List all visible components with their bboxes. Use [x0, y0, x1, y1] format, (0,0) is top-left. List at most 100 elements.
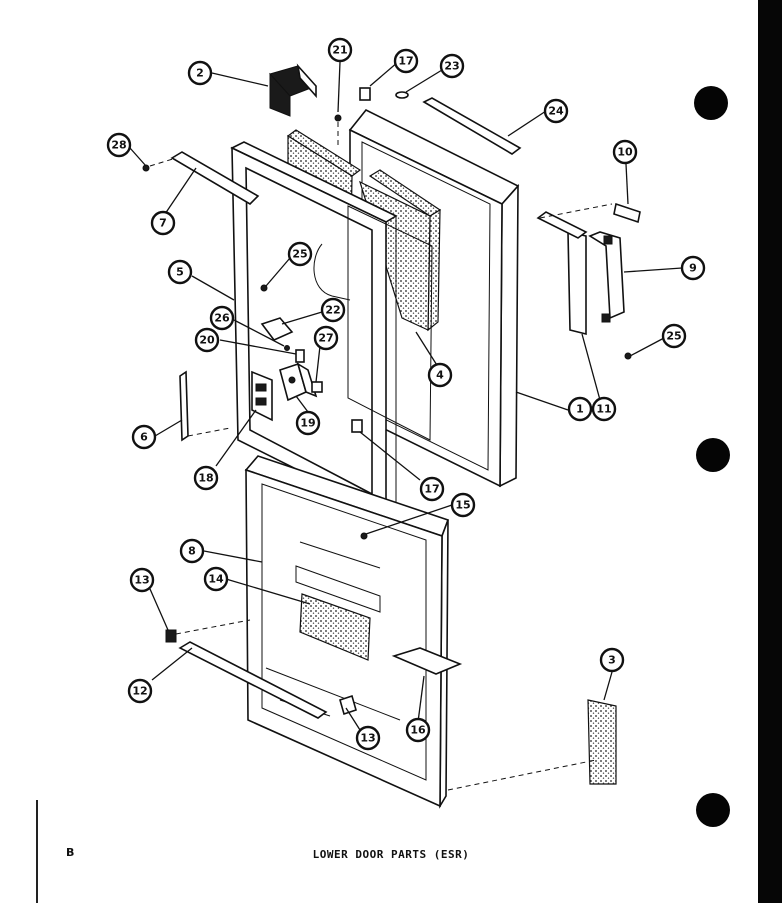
callout-19: 19: [295, 410, 321, 436]
svg-text:26: 26: [214, 312, 230, 325]
svg-text:3: 3: [608, 654, 616, 667]
callout-13-right: 13: [355, 725, 381, 751]
svg-text:15: 15: [455, 499, 470, 512]
dispenser-tray: [391, 647, 463, 675]
svg-text:25: 25: [292, 248, 307, 261]
callout-26: 26: [209, 305, 235, 331]
callout-13-left: 13: [129, 567, 155, 593]
callout-14: 14: [203, 566, 229, 592]
callout-8: 8: [179, 538, 205, 564]
top-trim: [170, 151, 260, 206]
svg-text:17: 17: [424, 483, 439, 496]
svg-text:28: 28: [111, 139, 126, 152]
screw-26: [284, 345, 290, 351]
svg-text:2: 2: [196, 67, 204, 80]
callout-21: 21: [327, 37, 353, 63]
callout-9: 9: [680, 255, 706, 281]
callout-1: 1: [567, 396, 593, 422]
bushing-17-bottom: [351, 419, 363, 433]
control-panel-plate: [299, 593, 371, 661]
leader-lines: [129, 61, 683, 731]
side-strip: [179, 370, 189, 442]
svg-text:12: 12: [132, 685, 147, 698]
svg-text:21: 21: [332, 44, 347, 57]
svg-text:13: 13: [360, 732, 375, 745]
callout-25-right: 25: [661, 323, 687, 349]
screw-21: [334, 114, 342, 122]
callout-18: 18: [193, 465, 219, 491]
handle-top-cap: [536, 211, 588, 239]
callout-22: 22: [320, 297, 346, 323]
callout-3: 3: [599, 647, 625, 673]
svg-text:1: 1: [576, 403, 584, 416]
svg-text:4: 4: [436, 369, 444, 382]
binder-hole-middle: [696, 438, 730, 472]
bottom-trim-rail: [178, 641, 328, 719]
alignment-line-clip: [175, 619, 251, 635]
callout-11: 11: [591, 396, 617, 422]
alignment-line-side: [447, 759, 597, 791]
diagram-caption: LOWER DOOR PARTS (ESR): [312, 848, 470, 861]
screw-25-left: [260, 284, 268, 292]
clip-right: [339, 694, 357, 716]
svg-text:27: 27: [318, 332, 333, 345]
callout-12: 12: [127, 678, 153, 704]
svg-text:5: 5: [176, 266, 184, 279]
callout-20: 20: [194, 327, 220, 353]
alignment-line-hinge: [187, 427, 231, 437]
handle-rail: [567, 230, 587, 336]
svg-text:7: 7: [159, 217, 167, 230]
screw-15: [360, 532, 368, 540]
hinge-plate: [251, 370, 273, 422]
margin-rule: [36, 800, 38, 903]
hinge-pin-20: [295, 349, 305, 363]
alignment-line-top: [149, 157, 177, 167]
svg-text:9: 9: [689, 262, 697, 275]
door-handle: [588, 231, 625, 323]
clip-left: [165, 629, 177, 643]
svg-text:13: 13: [134, 574, 149, 587]
binder-hole-bottom: [696, 793, 730, 827]
hinge-bracket-cover: [269, 63, 317, 117]
callout-16: 16: [405, 717, 431, 743]
svg-text:6: 6: [140, 431, 148, 444]
svg-text:11: 11: [596, 403, 611, 416]
svg-text:20: 20: [199, 334, 215, 347]
svg-text:19: 19: [300, 417, 315, 430]
svg-text:10: 10: [617, 146, 633, 159]
callout-7: 7: [150, 210, 176, 236]
callout-25-left: 25: [287, 241, 313, 267]
svg-text:17: 17: [398, 55, 413, 68]
top-trim-strip: [422, 97, 522, 155]
callout-5: 5: [167, 259, 193, 285]
svg-text:22: 22: [325, 304, 340, 317]
page-letter: B: [66, 846, 75, 859]
svg-text:25: 25: [666, 330, 681, 343]
svg-text:16: 16: [410, 724, 426, 737]
screw-28: [142, 164, 150, 172]
svg-text:18: 18: [198, 472, 213, 485]
callout-27: 27: [313, 325, 339, 351]
inner-panel-outline: [347, 205, 433, 441]
svg-text:23: 23: [444, 60, 459, 73]
callout-23: 23: [439, 53, 465, 79]
alignment-line-handle: [539, 203, 613, 219]
bushing-17-top: [359, 87, 371, 101]
spacer-27: [311, 381, 323, 393]
button-23: [395, 91, 409, 99]
svg-text:24: 24: [548, 105, 564, 118]
binder-hole-top: [694, 86, 728, 120]
callout-17-top: 17: [393, 48, 419, 74]
svg-text:8: 8: [188, 545, 196, 558]
callout-24: 24: [543, 98, 569, 124]
small-trim-strip: [613, 202, 641, 224]
side-insulation-piece: [587, 699, 617, 785]
callout-17-bottom: 17: [419, 476, 445, 502]
callout-15: 15: [450, 492, 476, 518]
callout-28-top: 28: [106, 132, 132, 158]
callout-2: 2: [187, 60, 213, 86]
callout-4: 4: [427, 362, 453, 388]
callout-6: 6: [131, 424, 157, 450]
callout-10: 10: [612, 139, 638, 165]
